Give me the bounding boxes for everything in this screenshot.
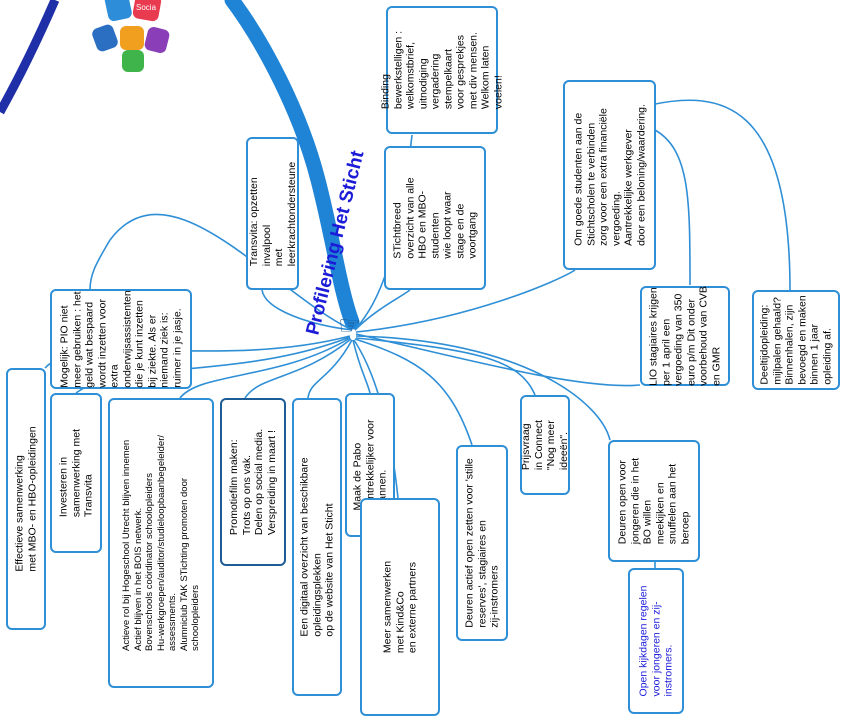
trunk-branch [224,0,360,330]
node-meer-samenwerken[interactable]: Meer samenwerken met Kind&Co en externe … [360,498,440,716]
node-deeltijd[interactable]: Deeltijdopleiding: mijlpalen gehaald? Bi… [752,290,840,390]
node-digitaal-overzicht[interactable]: Een digitaal overzicht van beschikbare o… [292,398,342,696]
branch-prijsvraag [355,337,536,396]
node-prijsvraag-text: Prijsvraag in Connect "Nog meer ideeën". [520,419,570,471]
node-pabo-text: Maak de Pabo aantrekkelijker voor mannen… [351,419,389,511]
logo-text: Socia [136,3,157,12]
node-investeren[interactable]: Investeren in samenwerking met Transvita [50,393,102,553]
node-stichtbreed-text: STichtbreed overzicht van alle HBO en MB… [391,177,479,259]
branch-goede-deeltijd [649,99,791,291]
node-digitaal-overzicht-text: Een digitaal overzicht van beschikbare o… [298,457,336,637]
node-open-kijkdagen-text: Open kijkdagen regelen voor jongeren en … [637,585,675,697]
node-goede-studenten[interactable]: Om goede studenten aan de Stichtscholen … [563,80,656,270]
pointing-hand-icon: ☞ [338,311,361,341]
branch-lio [355,333,641,387]
node-stichtbreed[interactable]: STichtbreed overzicht van alle HBO en MB… [384,146,486,290]
node-binding[interactable]: Binding bewerkstelligen : welkomstbrief,… [380,6,504,134]
node-meer-samenwerken-text: Meer samenwerken met Kind&Co en externe … [381,560,419,654]
node-effectieve-samenwerking[interactable]: Effectieve samenwerking met MBO- en HBO-… [6,368,46,630]
central-topic-title: Profilering Het Sticht [302,148,369,337]
node-transvita[interactable]: Transvita: opzetten invalpool met leerkr… [246,137,299,290]
branch-digitaal [307,339,353,399]
branch-stichtbreed [354,289,411,331]
branch-transvita [261,289,353,331]
node-lio[interactable]: LIO stagiaires krijgen per 1 april een v… [640,286,730,386]
node-promotiefilm-text: Promotiefilm maken: Trots op ons vak. De… [228,428,278,536]
node-prijsvraag[interactable]: Prijsvraag in Connect "Nog meer ideeën". [520,395,570,495]
branch-goede-studenten [355,269,576,333]
branch-deuren-open [355,335,611,441]
branch-goede-lio [654,129,691,286]
corner-arc-decoration [0,0,60,115]
node-promotiefilm[interactable]: Promotiefilm maken: Trots op ons vak. De… [220,398,286,566]
branch-actieve [179,337,351,399]
node-deeltijd-text: Deeltijdopleiding: mijlpalen gehaald? Bi… [758,295,834,385]
node-deuren-actief[interactable]: Deuren actief open zetten voor 'stille r… [456,445,508,641]
branch-deuren-actief [354,338,473,446]
branch-promotiefilm [244,338,352,399]
branch-pio [89,213,353,331]
node-deuren-actief-text: Deuren actief open zetten voor 'stille r… [463,458,501,628]
node-pio-text: Mogelijk: PIO niet meer gebruiken : het … [58,290,184,388]
node-binding-text: Binding bewerkstelligen : welkomstbrief,… [379,30,505,110]
node-lio-text: LIO stagiaires krijgen per 1 april een v… [647,286,723,386]
social-media-logo: Socia [92,0,170,72]
node-effectieve-samenwerking-text: Effectieve samenwerking met MBO- en HBO-… [13,426,39,572]
node-goede-studenten-text: Om goede studenten aan de Stichtscholen … [572,104,647,246]
node-actieve-rol-text: Actieve rol bij Hogeschool Utrecht blijv… [120,434,201,652]
node-actieve-rol[interactable]: Actieve rol bij Hogeschool Utrecht blijv… [108,398,214,688]
central-topic[interactable]: Profilering Het Sticht [296,148,376,337]
node-open-kijkdagen[interactable]: Open kijkdagen regelen voor jongeren en … [628,568,684,714]
node-investeren-text: Investeren in samenwerking met Transvita [57,428,95,518]
node-deuren-open[interactable]: Deuren open voor jongeren die in het BO … [608,440,700,562]
branch-pabo [352,339,371,394]
node-transvita-text: Transvita: opzetten invalpool met leerkr… [247,161,298,266]
branch-lines [44,99,791,570]
node-deuren-open-text: Deuren open voor jongeren die in het BO … [616,457,692,545]
node-pio[interactable]: Mogelijk: PIO niet meer gebruiken : het … [50,289,192,389]
